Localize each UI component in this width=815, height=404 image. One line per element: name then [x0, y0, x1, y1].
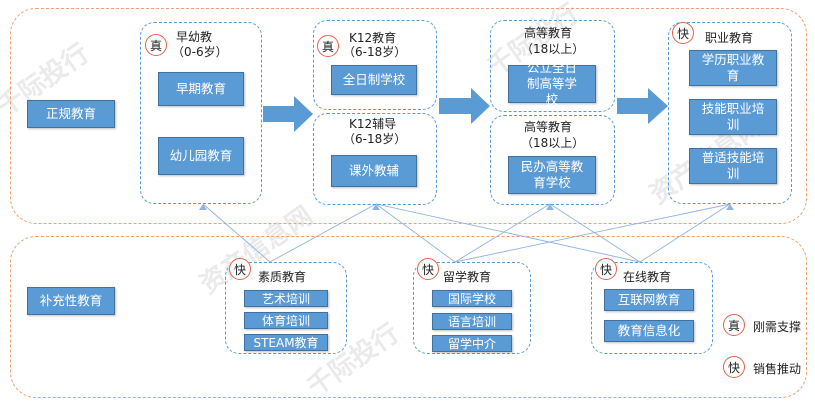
study-abroad-group: [413, 262, 531, 354]
arrow-early-to-k12: [263, 96, 313, 132]
quality-education-title: 素质教育: [258, 270, 307, 284]
higher-education-public-item: 公立全日制高等学校: [508, 60, 596, 107]
badge-rigid: 真: [317, 35, 339, 57]
vocational-education-item: 普适技能培训: [689, 148, 777, 184]
online-education-item: 教育信息化: [604, 320, 694, 342]
higher-education-private-item: 民办高等教育学校: [508, 156, 596, 194]
higher-education-public-age: （18以上）: [521, 42, 585, 56]
badge-sales: 快: [417, 258, 439, 280]
quality-education-group: [225, 262, 347, 354]
study-abroad-item: 留学中介: [432, 335, 512, 352]
quality-education-item: STEAM教育: [244, 334, 328, 351]
higher-education-private-group: [490, 115, 615, 205]
quality-education-item: 艺术培训: [244, 290, 328, 307]
badge-sales: 快: [672, 22, 694, 44]
online-education-group: [591, 262, 713, 354]
higher-education-public-group: [490, 20, 615, 112]
k12-education-group: [313, 20, 437, 110]
vocational-education-item: 技能职业培训: [689, 99, 777, 135]
formal-education-label: 正规教育: [27, 100, 115, 128]
early-education-item: 早期教育: [158, 72, 244, 106]
k12-education-age: （6-18岁）: [343, 45, 407, 59]
quality-education-item: 体育培训: [244, 312, 328, 329]
k12-tutoring-age: （6-18岁）: [343, 132, 407, 146]
higher-education-private-age: （18以上）: [521, 136, 585, 150]
k12-education-title: K12教育: [349, 31, 397, 45]
early-education-item: 幼儿园教育: [158, 137, 244, 175]
early-education-title: 早幼教: [176, 30, 213, 44]
connector-heads: [199, 204, 734, 210]
higher-education-public-title: 高等教育: [524, 26, 573, 40]
badge-rigid: 真: [145, 34, 167, 56]
vocational-education-title: 职业教育: [705, 31, 754, 45]
badge-sales: 快: [229, 258, 251, 280]
legend-badge-rigid: 真: [723, 314, 745, 336]
early-education-age: （0-6岁）: [172, 45, 228, 59]
formal-education-region: [10, 8, 807, 224]
k12-tutoring-title: K12辅导: [349, 117, 397, 131]
vocational-education-group: [668, 22, 792, 204]
k12-tutoring-item: 课外教辅: [331, 155, 417, 187]
higher-education-private-title: 高等教育: [524, 120, 573, 134]
k12-education-item: 全日制学校: [331, 65, 417, 95]
legend-badge-sales: 快: [723, 356, 745, 378]
supplementary-education-label: 补充性教育: [27, 287, 115, 315]
big-arrows: [263, 88, 668, 132]
study-abroad-item: 语言培训: [432, 313, 512, 330]
connector-lines: [202, 203, 731, 263]
k12-tutoring-group: [313, 113, 437, 205]
badge-sales: 快: [595, 258, 617, 280]
vocational-education-item: 学历职业教育: [689, 50, 777, 86]
online-education-item: 互联网教育: [604, 289, 694, 311]
arrow-higher-to-vocational: [617, 88, 668, 124]
legend-label-sales: 销售推动: [753, 362, 802, 376]
study-abroad-title: 留学教育: [443, 270, 492, 284]
legend-label-rigid: 刚需支撑: [753, 320, 802, 334]
supplementary-education-region: [10, 236, 807, 398]
online-education-title: 在线教育: [623, 270, 672, 284]
early-education-group: [140, 22, 262, 204]
arrow-k12-to-higher: [439, 88, 490, 124]
study-abroad-item: 国际学校: [432, 290, 512, 307]
